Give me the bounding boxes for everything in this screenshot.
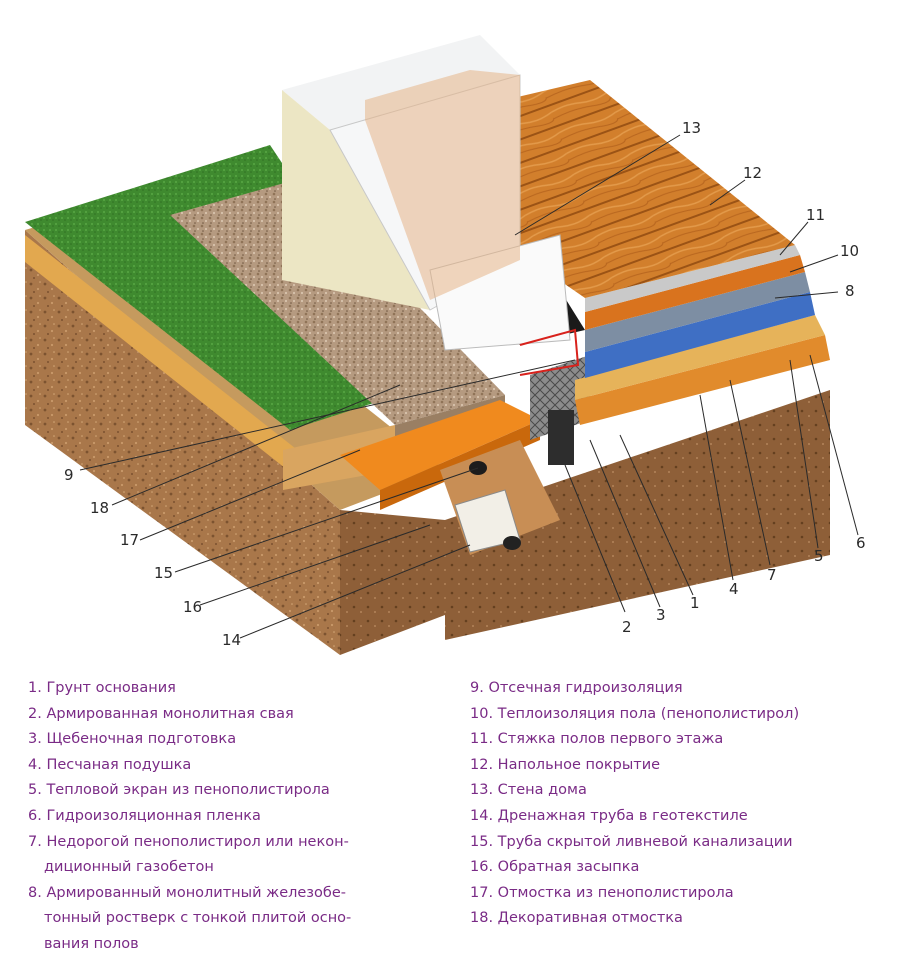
legend-item-13: 13. Стена дома xyxy=(470,782,587,799)
legend-left-column: 1. Грунт основания 2. Армированная монол… xyxy=(28,676,448,958)
callout-17: 17 xyxy=(120,531,139,549)
callout-12: 12 xyxy=(743,164,762,182)
callout-7: 7 xyxy=(767,566,777,584)
legend-item-3: 3. Щебеночная подготовка xyxy=(28,731,237,748)
legend-item-8-cont-1: тонный ростверк с тонкой плитой осно- xyxy=(44,910,352,927)
callout-1: 1 xyxy=(690,594,700,612)
legend-item-6: 6. Гидроизоляционная пленка xyxy=(28,807,261,824)
callout-18: 18 xyxy=(90,499,109,517)
legend-item-9: 9. Отсечная гидроизоляция xyxy=(470,680,683,696)
callout-numbers: 13 12 11 10 8 9 18 17 15 16 14 2 3 1 4 7… xyxy=(64,119,866,649)
callout-16: 16 xyxy=(183,598,202,616)
legend-item-7: 7. Недорогой пенополистирол или некон- xyxy=(28,833,349,850)
floor-layers xyxy=(575,245,830,425)
callout-10: 10 xyxy=(840,242,859,260)
foam-blind-area xyxy=(340,400,540,490)
legend-item-2: 2. Армированная монолитная свая xyxy=(28,705,294,722)
legend-item-8: 8. Армированный монолитный железобе- xyxy=(28,884,346,901)
legend-item-12: 12. Напольное покрытие xyxy=(470,756,661,773)
legend-item-7-cont: диционный газобетон xyxy=(44,859,214,876)
leader-lines xyxy=(79,134,859,639)
callout-3: 3 xyxy=(656,606,666,624)
callout-11: 11 xyxy=(806,206,825,224)
pile xyxy=(548,410,574,465)
insulation-outline xyxy=(519,328,580,376)
legend-item-18: 18. Декоративная отмостка xyxy=(470,910,683,927)
sand-edge xyxy=(25,235,300,480)
legend-right-column: 9. Отсечная гидроизоляция 10. Теплоизоля… xyxy=(470,676,890,932)
legend-item-15: 15. Труба скрытой ливневой канализации xyxy=(470,833,793,850)
callout-13: 13 xyxy=(682,119,701,137)
legend-item-5: 5. Тепловой экран из пенополистирола xyxy=(28,782,330,799)
callout-14: 14 xyxy=(222,631,241,649)
callout-6: 6 xyxy=(856,534,866,552)
legend-item-14: 14. Дренажная труба в геотекстиле xyxy=(470,807,748,824)
legend-item-10: 10. Теплоизоляция пола (пенополистирол) xyxy=(470,705,800,722)
callout-9: 9 xyxy=(64,466,74,484)
drain-pipe-icon xyxy=(454,489,521,553)
callout-4: 4 xyxy=(729,580,739,598)
house-wall xyxy=(282,35,571,351)
legend-item-4: 4. Песчаная подушка xyxy=(28,756,192,773)
callout-2: 2 xyxy=(622,618,632,636)
callout-5: 5 xyxy=(814,547,824,565)
legend-item-17: 17. Отмостка из пенополистирола xyxy=(470,884,734,901)
callout-8: 8 xyxy=(845,282,855,300)
legend-item-11: 11. Стяжка полов первого этажа xyxy=(470,731,724,748)
gravel-strip xyxy=(170,180,505,425)
legend-item-1: 1. Грунт основания xyxy=(28,680,176,696)
grillage-side xyxy=(530,355,590,440)
legend-item-16: 16. Обратная засыпка xyxy=(470,859,640,876)
legend-item-8-cont-2: вания полов xyxy=(44,935,139,952)
foundation-cross-section-diagram: 13 12 11 10 8 9 18 17 15 16 14 2 3 1 4 7… xyxy=(25,35,866,655)
callout-15: 15 xyxy=(154,564,173,582)
